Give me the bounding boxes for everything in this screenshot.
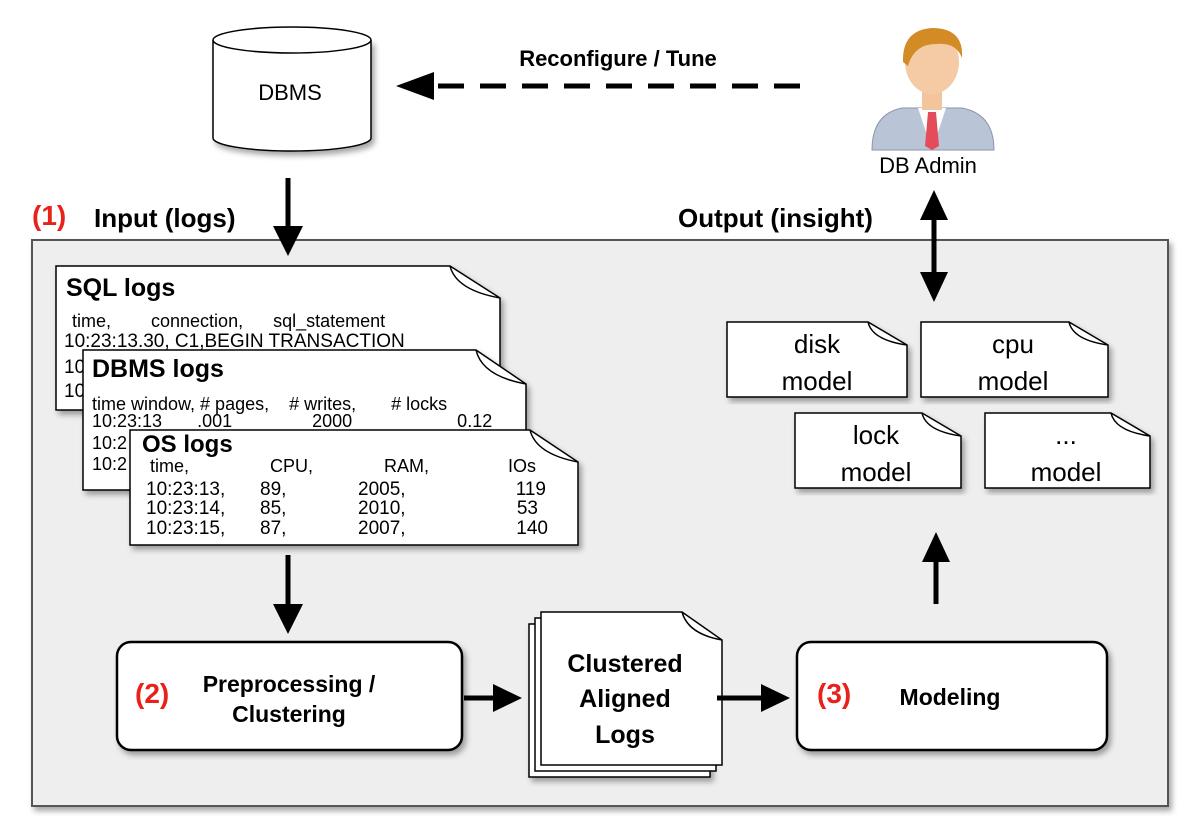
clustered-label-line3: Logs [595, 721, 655, 749]
input-number: (1) [32, 200, 66, 231]
preprocessing-label-line1: Preprocessing / [203, 671, 376, 697]
preprocessing-to-clustered-arrowhead [493, 684, 522, 712]
dbms-logs-header: time window, # pages, # writes, # locks [92, 394, 447, 414]
os-logs-header: IOs [508, 456, 536, 476]
preprocessing-label-line2: Clustering [232, 701, 346, 727]
dbms-logs-row: 10:2 [92, 433, 127, 453]
os-logs-cell: 87, [260, 518, 286, 539]
sql-logs-row: 10 [64, 357, 85, 378]
input-label: Input (logs) [94, 203, 236, 233]
logs-to-preprocessing-arrowhead [273, 604, 303, 634]
os-logs-cell: 53 [517, 498, 538, 519]
preprocessing-box: (2) Preprocessing / Clustering [115, 640, 464, 752]
other-model-label-line1: ... [1055, 420, 1077, 450]
admin-label: DB Admin [879, 153, 977, 178]
dbms-logs-row: 10:23:13 .001 2000 0.12 [92, 411, 492, 431]
reconfigure-label: Reconfigure / Tune [519, 46, 717, 71]
clustered-label-line2: Aligned [579, 685, 671, 713]
cpu-model-label-line1: cpu [992, 329, 1034, 359]
os-logs-cell: 10:23:14, [146, 498, 225, 519]
lock-model-document: lock model [794, 412, 962, 489]
modeling-number: (3) [817, 678, 851, 709]
person-icon [871, 28, 995, 151]
os-logs-cell: 10:23:15, [146, 518, 225, 539]
disk-model-label-line2: model [782, 366, 853, 396]
output-label: Output (insight) [678, 203, 873, 233]
dbms-logs-title: DBMS logs [92, 355, 224, 383]
os-logs-document: OS logs time, CPU, RAM, IOs 10:23:13, 89… [129, 429, 579, 546]
os-logs-table: time, CPU, RAM, IOs 10:23:13, 89, 2005, … [146, 456, 548, 539]
dbms-cylinder: DBMS [212, 26, 372, 152]
preprocessing-number: (2) [135, 678, 169, 709]
lock-model-label-line1: lock [853, 420, 900, 450]
os-logs-header: CPU, [270, 456, 313, 476]
lock-model-label-line2: model [841, 457, 912, 487]
clustered-label-line1: Clustered [567, 650, 682, 678]
dbms-logs-row: 10:2 [92, 454, 127, 474]
disk-model-document: disk model [726, 321, 908, 398]
clustered-logs-stack: Clustered Aligned Logs [528, 611, 723, 778]
sql-logs-title: SQL logs [66, 274, 175, 302]
disk-model-label-line1: disk [794, 329, 841, 359]
modeling-box: (3) Modeling [795, 640, 1109, 752]
os-logs-cell: 2010, [358, 498, 406, 519]
admin-output-arrowhead-up [920, 190, 948, 220]
modeling-label: Modeling [900, 684, 1001, 710]
other-model-document: ... model [984, 412, 1151, 489]
cpu-model-document: cpu model [920, 321, 1109, 398]
os-logs-cell: 2007, [358, 518, 406, 539]
other-model-label-line2: model [1031, 457, 1102, 487]
os-logs-header: time, [150, 456, 189, 476]
modeling-to-models-arrowhead [922, 532, 950, 562]
sql-logs-row: 10:23:13.30, C1,BEGIN TRANSACTION [64, 331, 405, 352]
reconfigure-arrow [396, 72, 800, 100]
sql-logs-header: time, connection, sql_statement [72, 311, 385, 332]
dbms-label: DBMS [258, 80, 322, 105]
os-logs-cell: 119 [516, 479, 546, 500]
sql-logs-row: 10 [64, 381, 85, 402]
os-logs-cell: 89, [260, 479, 286, 500]
os-logs-title: OS logs [142, 431, 233, 458]
os-logs-cell: 85, [260, 498, 286, 519]
os-logs-cell: 140 [516, 518, 548, 539]
os-logs-cell: 10:23:13, [146, 479, 225, 500]
dbms-to-input-arrowhead [273, 226, 303, 256]
admin-output-arrowhead-down [920, 272, 948, 302]
os-logs-cell: 2005, [358, 479, 406, 500]
cpu-model-label-line2: model [978, 366, 1049, 396]
os-logs-header: RAM, [384, 456, 429, 476]
clustered-to-modeling-arrowhead [761, 684, 790, 712]
